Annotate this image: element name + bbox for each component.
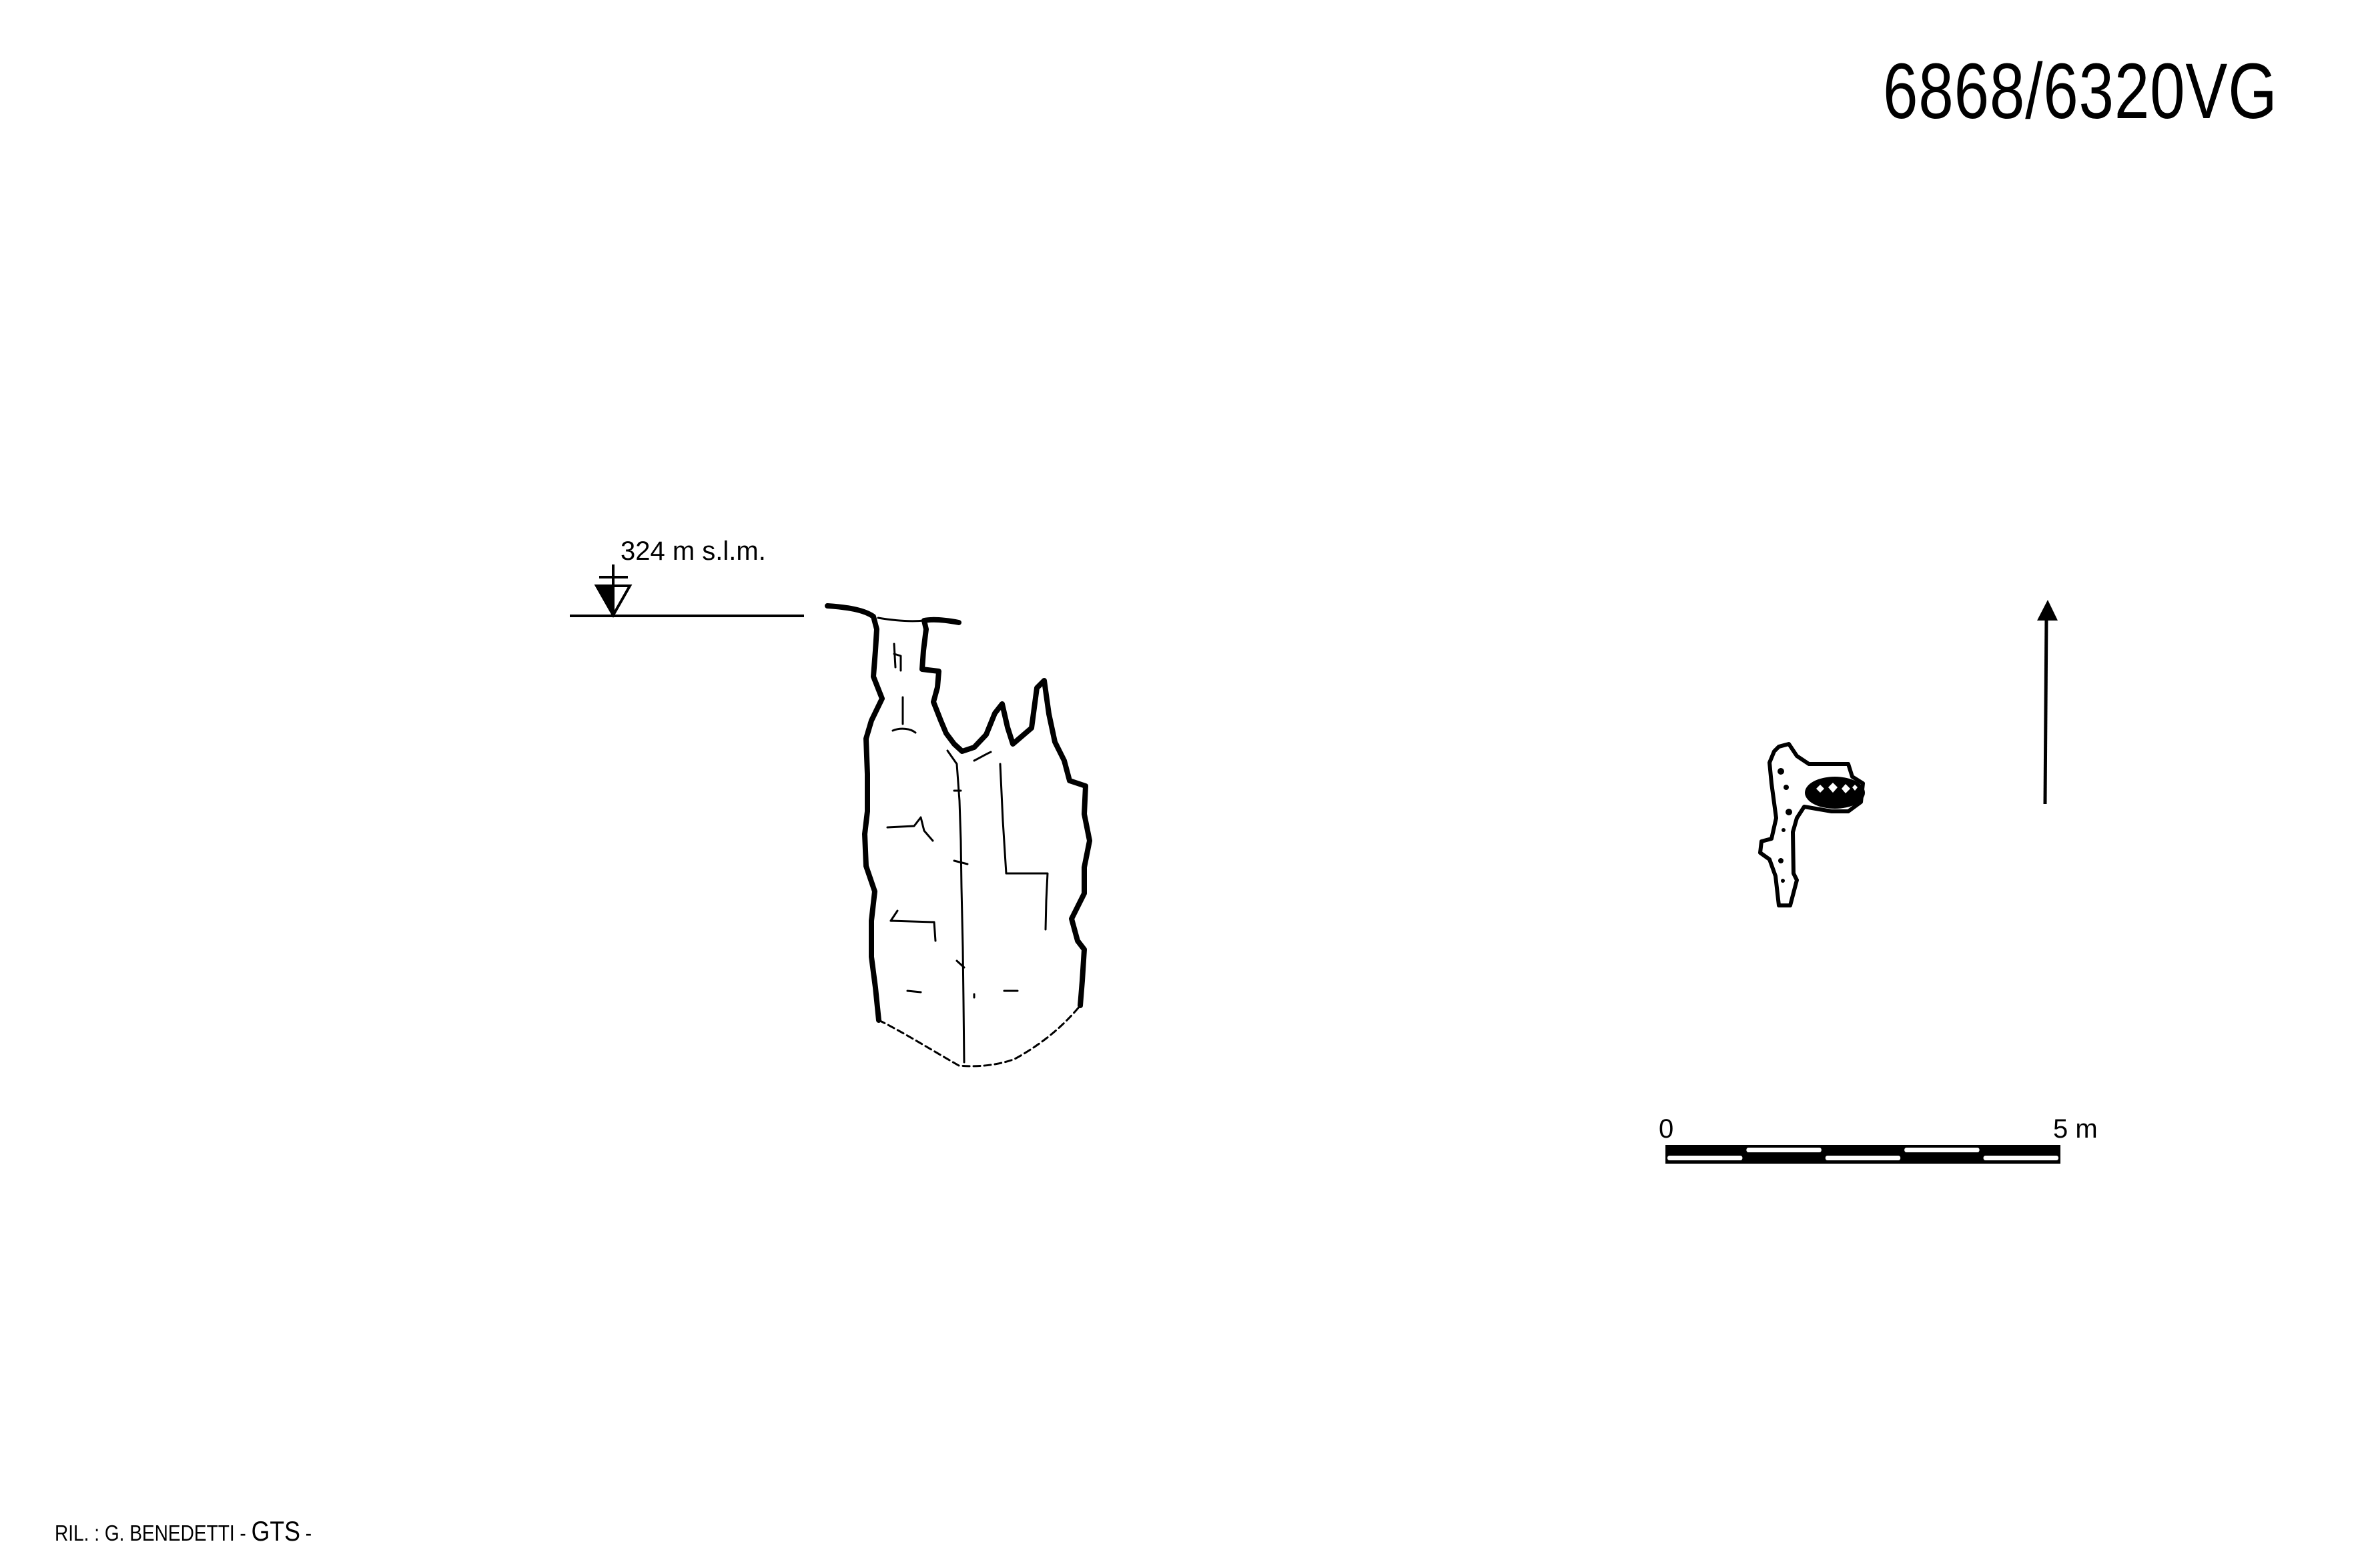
credit-prefix: RIL. : G. BENEDETTI - — [55, 1521, 246, 1545]
crack-main — [946, 749, 965, 1064]
cave-plan — [1758, 742, 1865, 907]
section-floor — [877, 1004, 1082, 1068]
cave-id-title: 6868/6320VG — [1883, 47, 2278, 135]
section-outline — [825, 603, 885, 1023]
scale-segment — [1825, 1156, 1901, 1160]
scale-bar — [1665, 1145, 2060, 1164]
section-outline-right — [919, 617, 1092, 1008]
crack-secondary — [999, 763, 1049, 931]
crack-ticks — [953, 751, 1019, 999]
benchmark-icon — [594, 564, 633, 619]
scale-segment — [1904, 1148, 1980, 1152]
scale-end-label: 5 m — [2053, 1114, 2098, 1144]
plan-pits — [1778, 768, 1792, 883]
surveyor-credit: RIL. : G. BENEDETTI - GTS - — [55, 1517, 312, 1545]
scale-segment — [1746, 1148, 1822, 1152]
plan-chamber-blocks — [1816, 783, 1858, 793]
north-arrow-icon — [2037, 600, 2058, 805]
plan-outline — [1758, 742, 1865, 907]
elevation-label: 324 m s.l.m. — [621, 536, 766, 566]
crack-left — [886, 816, 937, 994]
shaft-lip — [877, 617, 925, 623]
scale-segment — [1667, 1156, 1743, 1160]
plan-chamber — [1805, 777, 1865, 809]
scale-start-label: 0 — [1659, 1114, 1674, 1144]
scale-segment — [1983, 1156, 2058, 1160]
credit-suffix: - — [305, 1521, 312, 1545]
crack-shaft — [891, 643, 917, 734]
cave-section — [825, 603, 1092, 1068]
credit-group: GTS — [251, 1515, 300, 1547]
